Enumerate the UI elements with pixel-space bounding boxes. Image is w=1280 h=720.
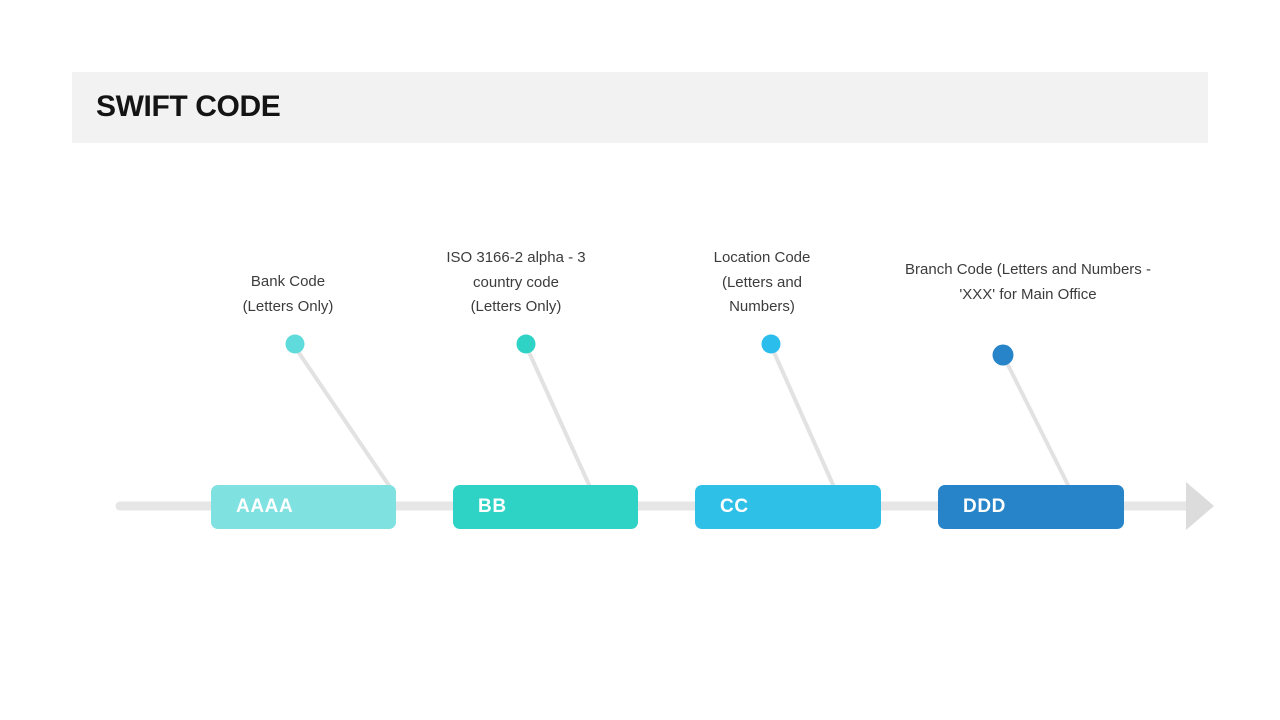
step-caption-3-line-2: (Letters and (721, 273, 803, 291)
step-box-bank-code[interactable]: AAAA (211, 485, 396, 529)
step-box-label-4: DDD (963, 496, 1006, 517)
step-caption-4-line-1: Branch Code (Letters and Numbers - (905, 261, 1151, 278)
step-box-label-1: AAAA (236, 496, 294, 517)
step-dot-2 (516, 334, 536, 354)
step-caption-2-line-3: (Letters Only) (470, 298, 562, 315)
step-box-label-3: CC (720, 496, 749, 517)
step-caption-1: Bank Code (Letters Only) (188, 270, 388, 319)
step-caption-2-line-1: ISO 3166-2 alpha - 3 (446, 249, 586, 266)
step-caption-3-line-1: Location Code (713, 249, 811, 266)
step-caption-2-line-2: country code (473, 273, 559, 291)
step-caption-4-line-2: 'XXX' for Main Office (959, 285, 1097, 303)
step-caption-1-line-2: (Letters Only) (242, 297, 334, 315)
step-box-location-code[interactable]: CC (695, 485, 881, 529)
step-caption-4: Branch Code (Letters and Numbers - 'XXX'… (874, 258, 1182, 307)
header-bar (72, 72, 1208, 143)
connector-lines (295, 348, 1071, 489)
step-caption-3-line-3: Numbers) (729, 298, 795, 315)
step-caption-3: Location Code (Letters and Numbers) (676, 246, 848, 320)
connector-line-4 (1004, 359, 1071, 489)
connector-line-1 (295, 348, 392, 489)
step-dot-4 (992, 344, 1014, 366)
step-box-label-2: BB (478, 496, 507, 517)
step-dot-3 (761, 334, 781, 354)
step-box-branch-code[interactable]: DDD (938, 485, 1124, 529)
connector-line-2 (526, 348, 592, 489)
step-caption-1-line-1: Bank Code (250, 273, 326, 290)
step-caption-2: ISO 3166-2 alpha - 3 country code (Lette… (410, 246, 622, 320)
right-arrow-head-icon (1186, 482, 1214, 530)
connector-line-3 (771, 348, 836, 489)
step-dot-1 (285, 334, 305, 354)
step-box-country-code[interactable]: BB (453, 485, 638, 529)
page-title: SWIFT CODE (96, 90, 281, 123)
